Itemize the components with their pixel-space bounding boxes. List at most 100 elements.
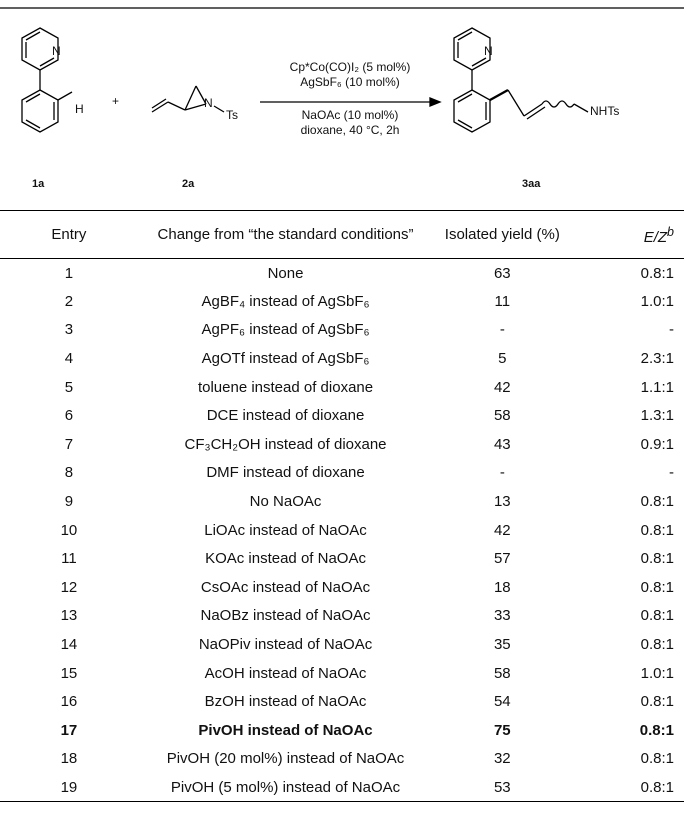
compound-label-3aa: 3aa (522, 178, 541, 190)
entry-cell: 5 (64, 378, 74, 396)
change-cell: NaOBz instead of NaOAc (200, 607, 371, 625)
reagent-line: Cp*Co(CO)I₂ (5 mol%) (289, 60, 411, 74)
ez-cell: 0.8:1 (640, 578, 674, 596)
change-cell: No NaOAc (249, 493, 322, 511)
entry-cell: 13 (60, 607, 78, 625)
atom-n-label-1a: N (52, 44, 61, 58)
ez-cell: 1.1:1 (640, 378, 674, 396)
table-row: 11 KOAc instead of NaOAc 57 0.8:1 (0, 544, 684, 573)
ez-cell: 0.9:1 (640, 435, 674, 453)
header-yield: Isolated yield (%) (433, 210, 572, 259)
entry-cell: 19 (0, 773, 138, 803)
ez-cell: - (669, 464, 674, 482)
yield-cell: 75 (493, 721, 511, 739)
ez-cell: 0.8:1 (640, 750, 674, 768)
ez-cell: 1.0:1 (640, 292, 674, 310)
entry-cell: 1 (64, 264, 74, 282)
entry-cell: 2 (64, 292, 74, 310)
change-cell: KOAc instead of NaOAc (205, 550, 366, 568)
table-row: 15 AcOH instead of NaOAc 58 1.0:1 (0, 659, 684, 688)
entry-cell: 12 (60, 578, 78, 596)
yield-cell: 33 (493, 607, 511, 625)
yield-cell: - (499, 321, 505, 339)
change-cell: PivOH instead of NaOAc (198, 721, 373, 739)
reagent-line: dioxane, 40 °C, 2h (300, 123, 400, 137)
entry-cell: 15 (60, 664, 78, 682)
yield-cell: 53 (433, 773, 572, 803)
ez-cell: 1.3:1 (640, 407, 674, 425)
header-entry: Entry (0, 210, 138, 259)
reagent-line: AgSbF₆ (10 mol%) (300, 75, 400, 89)
entry-cell: 4 (64, 350, 74, 368)
ez-cell: 0.8:1 (640, 693, 674, 711)
ez-cell: 0.8:1 (640, 493, 674, 511)
yield-cell: 54 (493, 693, 511, 711)
atom-h-label: H (75, 102, 84, 116)
structure-3aa (453, 27, 589, 133)
reagents-above: Cp*Co(CO)I₂ (5 mol%) AgSbF₆ (10 mol%) (265, 60, 435, 90)
yield-cell: 43 (493, 435, 511, 453)
yield-cell: 42 (493, 378, 511, 396)
yield-cell: 57 (493, 550, 511, 568)
structure-2a (151, 85, 225, 113)
compound-label-2a: 2a (182, 178, 195, 190)
entry-cell: 3 (64, 321, 74, 339)
change-cell: toluene instead of dioxane (197, 378, 374, 396)
yield-cell: 11 (494, 292, 511, 310)
entry-cell: 18 (60, 750, 78, 768)
change-cell: CsOAc instead of NaOAc (200, 578, 371, 596)
ez-label: E/Z (643, 228, 668, 246)
aziridine-n-label: N (204, 96, 213, 110)
yield-cell: 58 (493, 407, 511, 425)
entry-cell: 17 (60, 721, 78, 739)
change-cell: DMF instead of dioxane (206, 464, 365, 482)
scheme-drawing (0, 7, 684, 133)
ez-footnote: b (667, 224, 674, 239)
ez-cell: 1.0:1 (640, 664, 674, 682)
yield-cell: 13 (493, 493, 511, 511)
yield-cell: 35 (493, 636, 511, 654)
change-cell: DCE instead of dioxane (206, 407, 365, 425)
change-cell: AgOTf instead of AgSbF₆ (201, 350, 370, 368)
entry-cell: 11 (61, 550, 77, 568)
table-row: 2 AgBF₄ instead of AgSbF₆ 11 1.0:1 (0, 287, 684, 316)
header-row: Entry Change from “the standard conditio… (0, 210, 684, 259)
ts-label: Ts (226, 108, 238, 122)
yield-cell: 5 (498, 350, 507, 368)
reagents-below: NaOAc (10 mol%) dioxane, 40 °C, 2h (265, 108, 435, 138)
change-cell: AcOH instead of NaOAc (204, 664, 367, 682)
ez-cell: 0.8:1 (640, 521, 674, 539)
plus-sign: + (112, 94, 120, 108)
yield-cell: 42 (493, 521, 511, 539)
ez-cell: 0.8:1 (640, 264, 674, 282)
entry-cell: 10 (60, 521, 78, 539)
entry-cell: 14 (60, 636, 78, 654)
change-cell: BzOH instead of NaOAc (204, 693, 367, 711)
yield-cell: 58 (493, 664, 511, 682)
change-cell: AgBF₄ instead of AgSbF₆ (201, 292, 370, 310)
change-cell: CF₃CH₂OH instead of dioxane (184, 435, 387, 453)
change-cell: None (267, 264, 304, 282)
atom-n-label-3aa: N (484, 44, 493, 58)
entry-cell: 8 (64, 464, 74, 482)
ez-cell: 0.8:1 (640, 636, 674, 654)
ez-cell: 0.8:1 (571, 773, 684, 803)
reaction-scheme: H N N + N Ts NHTs Cp*Co(CO)I₂ (5 mol%) A… (0, 0, 684, 208)
change-cell: PivOH (20 mol%) instead of NaOAc (166, 750, 405, 768)
change-cell: PivOH (5 mol%) instead of NaOAc (137, 773, 434, 803)
structure-1a (21, 27, 73, 133)
change-cell: AgPF₆ instead of AgSbF₆ (201, 321, 370, 339)
ez-cell: 0.8:1 (640, 550, 674, 568)
table-row: 5 toluene instead of dioxane 42 1.1:1 (0, 373, 684, 402)
